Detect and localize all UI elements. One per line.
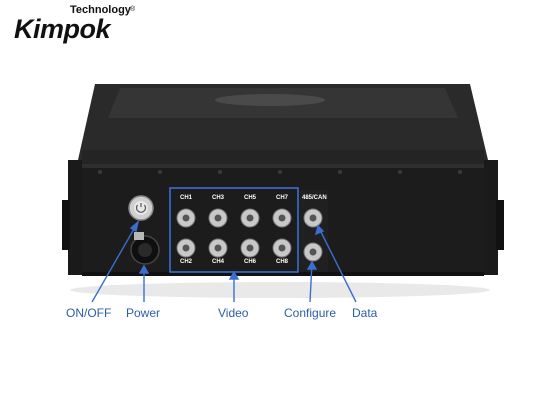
callout-configure: Configure — [284, 306, 337, 320]
callout-video: Video — [218, 306, 249, 320]
front-panel-bottom-edge — [82, 272, 484, 276]
brand-name: Kimpok — [14, 14, 111, 44]
callout-power: Power — [126, 306, 161, 320]
callout-onoff: ON/OFF — [66, 306, 112, 320]
callout-lines — [91, 220, 357, 303]
left-fin — [62, 200, 70, 250]
brand-tagline: Technology — [70, 4, 131, 16]
port-label-ch1: CH1 — [180, 195, 193, 201]
brand-logo: Technology ® Kimpok — [14, 4, 136, 44]
port-label-ch2: CH2 — [180, 259, 193, 265]
panel-screws — [98, 170, 462, 174]
registered-mark: ® — [130, 6, 136, 13]
power-connector-clip — [134, 232, 144, 240]
port-label-ch4: CH4 — [212, 259, 225, 265]
callout-data: Data — [352, 306, 378, 320]
video-ports-top — [176, 208, 292, 228]
front-panel-top-edge — [82, 164, 484, 168]
port-label-485can: 485/CAN — [302, 195, 327, 201]
video-ports-bottom — [176, 238, 292, 258]
left-bracket — [68, 160, 82, 275]
port-label-ch3: CH3 — [212, 195, 225, 201]
power-connector-inner — [138, 243, 152, 257]
floor-shadow — [70, 282, 490, 298]
port-label-ch7: CH7 — [276, 195, 289, 201]
port-label-ch6: CH6 — [244, 259, 257, 265]
right-fin — [496, 200, 504, 250]
lid-sheen — [215, 94, 325, 106]
lid-edge — [82, 150, 484, 164]
right-bracket — [484, 160, 498, 275]
power-symbol-icon — [135, 203, 147, 213]
port-label-ch8: CH8 — [276, 259, 289, 265]
port-label-ch5: CH5 — [244, 195, 257, 201]
